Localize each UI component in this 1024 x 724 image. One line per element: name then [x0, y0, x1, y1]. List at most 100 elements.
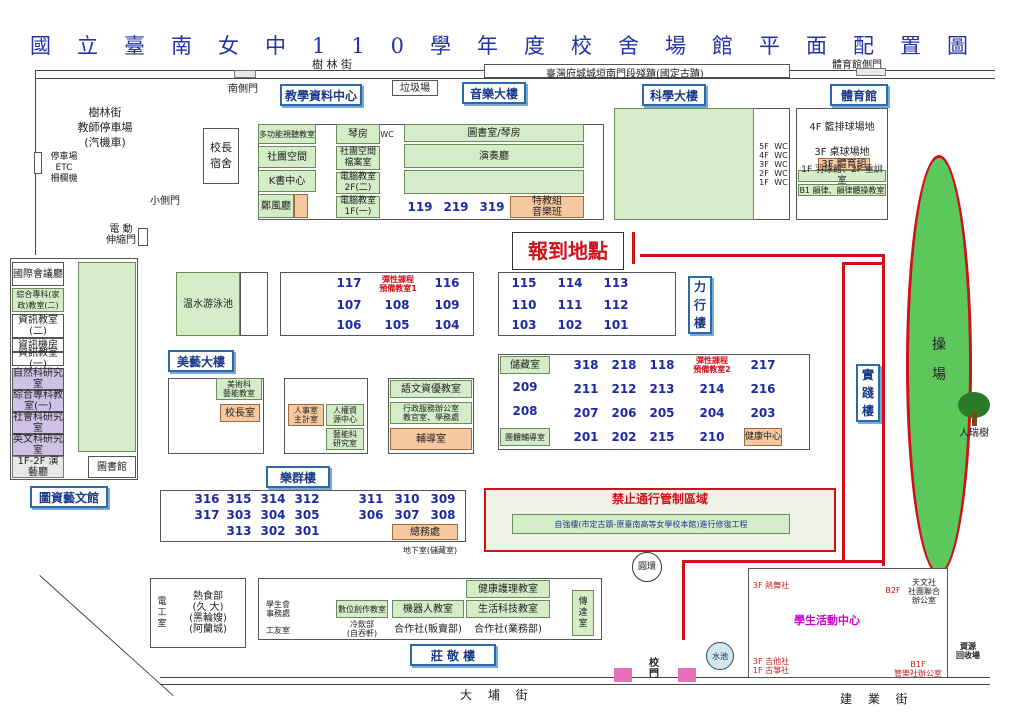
south-boundary-2	[160, 684, 990, 685]
library-room-2: 資訊教室(二)	[12, 314, 64, 338]
library-room-8: 英文科研究室	[12, 434, 64, 456]
route-south	[684, 560, 884, 563]
room-103: 103	[511, 317, 537, 332]
report-point-box[interactable]	[512, 232, 624, 270]
small-gate-label: 小側門	[150, 196, 180, 207]
makerspace: 數位創作教室	[336, 600, 388, 618]
gate-motor: 電 動 伸縮門	[106, 224, 136, 246]
room-213: 213	[649, 381, 675, 396]
room-101: 101	[603, 317, 629, 332]
main-gate-label[interactable]: 校 門	[649, 658, 659, 680]
pool-label: 水池	[712, 651, 728, 661]
gate-motor-box	[138, 228, 148, 246]
library-east-rooms	[78, 262, 136, 452]
library-room-9: 1F-2F 演藝廳	[12, 456, 64, 478]
room-303: 303	[226, 507, 252, 522]
recycle-field: 資源 回收場	[956, 642, 980, 660]
building-music: 音樂大樓	[462, 82, 526, 104]
club-space: 社團空間	[258, 146, 316, 168]
room-311: 311	[358, 491, 384, 506]
ziqiang-label: 自強樓(市定古蹟-原臺南高等女學校本館)進行修復工程	[554, 519, 748, 529]
guard-room: 傳 達 室	[572, 590, 594, 636]
storage-room: 儲藏室	[500, 356, 550, 374]
library-room-3: 資訊機房	[12, 338, 64, 352]
gym-3f-office: 3F 體育組	[818, 158, 870, 170]
room-302: 302	[260, 523, 286, 538]
coop-shop: 合作社(販賣部)	[394, 623, 462, 635]
route-south-down	[682, 560, 685, 640]
playground-label: 操 場	[932, 337, 946, 383]
roundabout[interactable]	[632, 552, 662, 582]
room-115: 115	[511, 275, 537, 290]
garbage: 垃圾場	[400, 82, 430, 94]
gym-3f: 3F 桌球場地	[814, 146, 870, 158]
building-library: 圖資藝文館	[30, 486, 108, 508]
computer-room-2: 電腦教室 2F(二)	[336, 172, 380, 194]
arts-research: 藝能科 研究室	[326, 428, 364, 450]
room-116: 116	[434, 275, 460, 290]
student-council: 學生會 事務處	[266, 600, 290, 618]
parking-etc: 停車場 ETC 柵欄機	[50, 151, 78, 184]
restricted-label: 禁止通行管制區域	[611, 491, 708, 506]
playground[interactable]	[906, 155, 972, 575]
student-center-block	[748, 568, 948, 678]
south-gate-label: 南側門	[228, 84, 258, 95]
gate-pillar-east	[678, 668, 696, 682]
group-counsel: 團體輔導室	[500, 428, 550, 446]
club-archive: 社團空間 檔案室	[336, 146, 380, 170]
banyan-label: 人瑞樹	[959, 427, 989, 439]
general-affairs: 總務處	[392, 524, 458, 540]
health-edu-room: 健康護理教室	[466, 580, 550, 598]
building-shi-jian: 實 踐 樓	[856, 364, 880, 422]
zhengfeng-hall: 鄭風廳	[258, 194, 294, 218]
route-mid	[844, 262, 884, 265]
pool-room: 温水游泳池	[176, 272, 240, 336]
building-teaching-resource: 教學資料中心	[280, 84, 362, 106]
basement-storage: 地下室(儲藏室)	[402, 545, 458, 555]
room-314: 314	[260, 491, 286, 506]
banyan-trunk	[972, 412, 977, 426]
coop-affairs: 合作社(業務部)	[474, 623, 542, 635]
room-111: 111	[557, 297, 583, 312]
room-219: 219	[443, 199, 469, 214]
room-110: 110	[511, 297, 537, 312]
road-south: 大 埔 街	[460, 688, 534, 702]
robotics-room: 機器人教室	[392, 600, 464, 618]
room-319: 319	[479, 199, 505, 214]
elastic-classroom-1: 彈性課程 預備教室1	[374, 274, 422, 294]
dance-club: 3F 熱舞社	[752, 580, 790, 590]
tianwen-club: 天文社 社團聯合 辦公室	[908, 577, 940, 605]
building-li-xing: 力 行 樓	[688, 276, 712, 334]
gym-b1: B1 韻律、韻律體操教室	[798, 184, 886, 196]
building-science: 科學大樓	[642, 84, 706, 106]
craftsman-room: 工友室	[266, 625, 290, 635]
room-204: 204	[699, 405, 725, 420]
piano-room: 琴房	[336, 124, 380, 144]
page-title: 國立臺南女中110學年度校舍場館平面配置圖	[29, 34, 995, 58]
south-boundary	[160, 677, 990, 678]
room-304: 304	[260, 507, 286, 522]
k-book-center: K書中心	[258, 170, 316, 192]
room-313: 313	[226, 523, 252, 538]
elastic-classroom-2: 彈性課程 預備教室2	[693, 356, 731, 374]
room-205: 205	[649, 405, 675, 420]
pool-water	[706, 642, 734, 670]
route-report	[632, 232, 635, 264]
room-108: 108	[384, 297, 410, 312]
room-207: 207	[573, 405, 599, 420]
zhengfeng-side	[294, 194, 308, 218]
computer-room-1: 電腦教室 1F(一)	[336, 196, 380, 218]
room-217: 217	[750, 357, 776, 372]
report-point-label: 報到地點	[528, 238, 608, 263]
principal-office: 校長室	[220, 404, 260, 422]
library-room-6: 綜合專科教室(一)	[12, 390, 64, 412]
route-east-mid	[842, 262, 845, 562]
ziqiang-building	[512, 514, 790, 534]
cold-drink: 冷飲部 (自吞軒)	[346, 620, 378, 638]
room-310: 310	[394, 491, 420, 506]
counsel-office: 輔導室	[390, 428, 472, 450]
science-rooms	[614, 108, 754, 220]
room-306: 306	[358, 507, 384, 522]
room-206: 206	[611, 405, 637, 420]
hotfood-block	[150, 578, 246, 648]
